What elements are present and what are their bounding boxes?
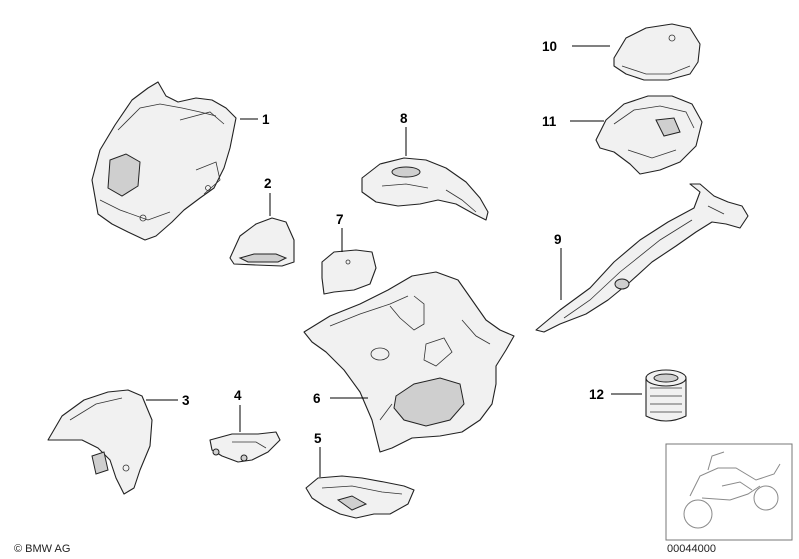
callout-3: 3 — [182, 393, 190, 408]
part-8-tank-cover — [361, 157, 489, 221]
image-number: 00044000 — [667, 543, 716, 555]
callout-5: 5 — [314, 431, 322, 446]
callout-1: 1 — [262, 112, 270, 127]
callout-12: 12 — [589, 387, 604, 402]
callout-6: 6 — [313, 391, 321, 406]
part-4-bracket — [209, 431, 281, 463]
part-12-cylinder — [645, 369, 687, 422]
callout-9: 9 — [554, 232, 562, 247]
copyright-text: © BMW AG — [14, 543, 70, 555]
callout-11: 11 — [542, 114, 557, 129]
part-10-top-lid — [613, 23, 701, 81]
part-11-frame — [595, 95, 703, 175]
part-2-small-cover — [229, 217, 295, 267]
part-6-side-panel — [303, 271, 515, 453]
callout-8: 8 — [400, 111, 408, 126]
callout-4: 4 — [234, 388, 242, 403]
part-3-front-mudguard — [47, 389, 153, 495]
callout-10: 10 — [542, 39, 557, 54]
callout-7: 7 — [336, 212, 344, 227]
part-5-lower-cover — [305, 475, 415, 519]
motorcycle-thumbnail — [665, 443, 793, 541]
part-1-front-fairing — [91, 81, 237, 241]
part-7-small-panel — [321, 249, 377, 295]
part-9-long-rail — [535, 183, 749, 333]
callout-2: 2 — [264, 176, 272, 191]
